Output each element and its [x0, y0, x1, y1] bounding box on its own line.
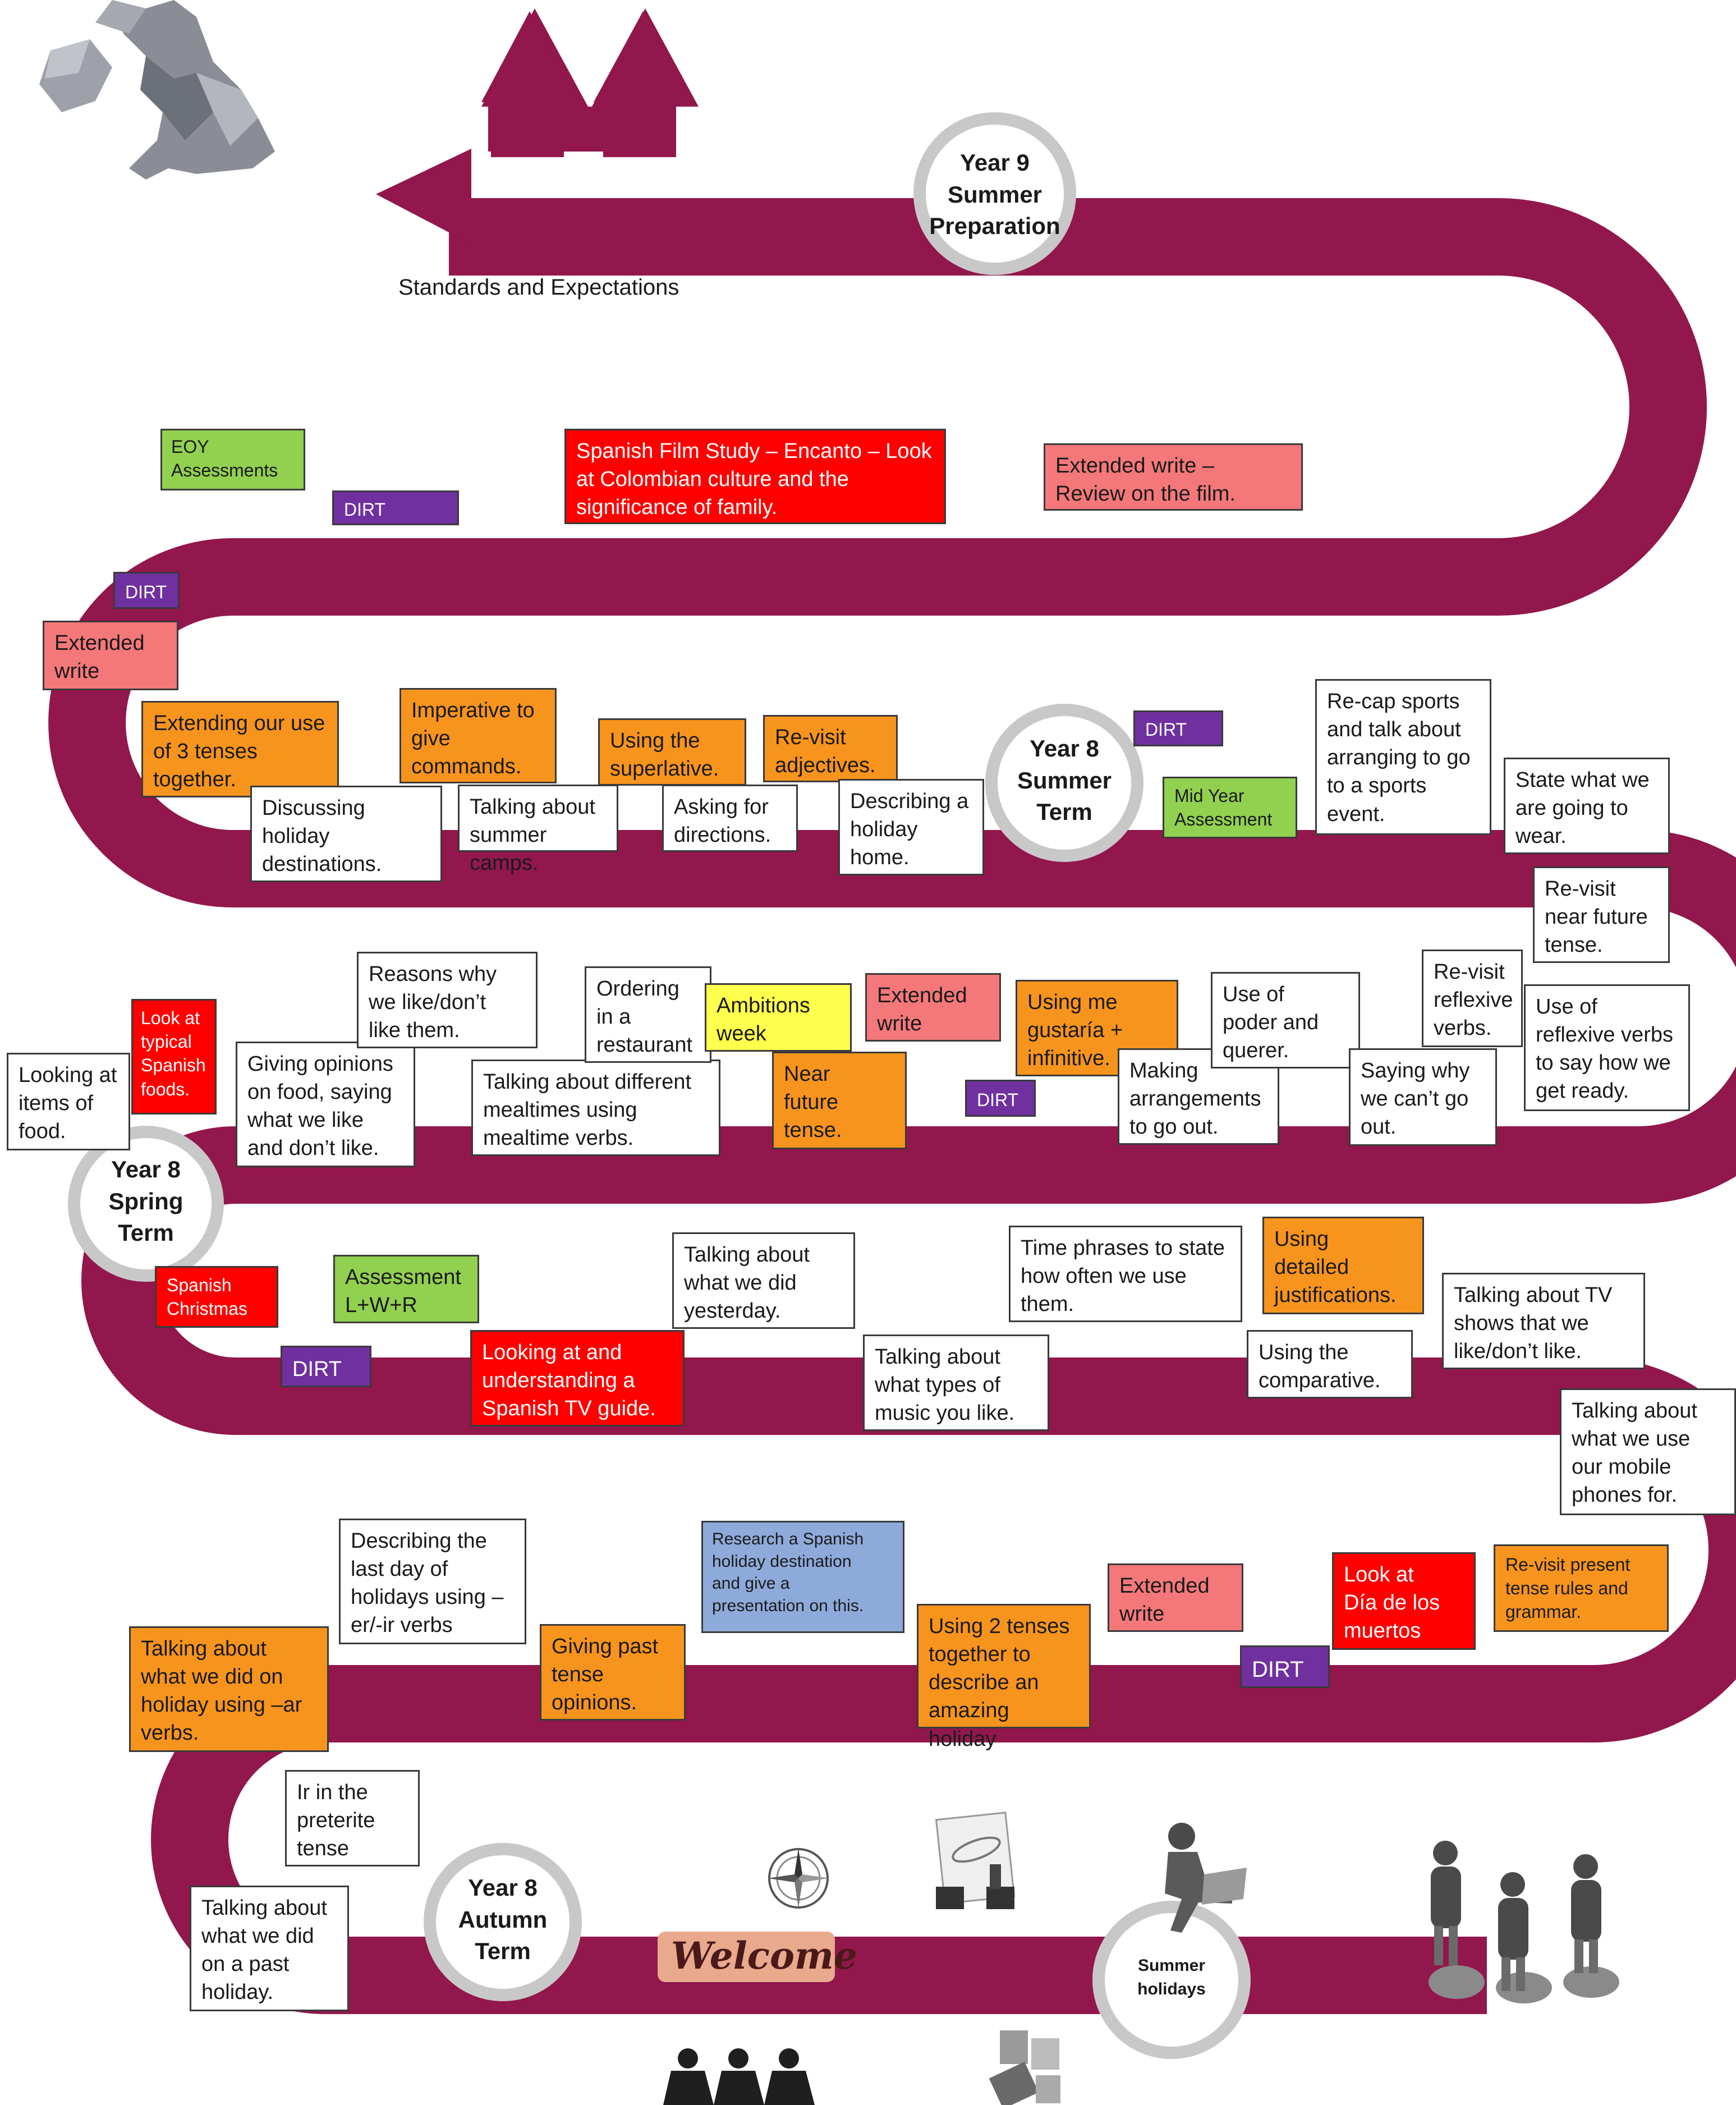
extended-write-box: Extended write: [43, 621, 178, 690]
recap-sports-box: Re-cap sports and talk about arranging t…: [1315, 679, 1491, 835]
opinions-food-box: Giving opinions on food, saying what we …: [236, 1042, 415, 1167]
review-film-box: Extended write – Review on the film.: [1044, 443, 1303, 511]
extended-write-box: Extended write: [865, 973, 1001, 1042]
holiday-home-box: Describing a holiday home.: [838, 779, 984, 875]
revisit-reflexive-box: Re-visit reflexive verbs.: [1422, 950, 1523, 1047]
looking-food-box: Looking at items of food.: [7, 1053, 130, 1150]
discussing-destinations-box: Discussing holiday destinations.: [250, 786, 442, 882]
near-future-box: Near future tense.: [772, 1052, 907, 1149]
superlative-box: Using the superlative.: [598, 718, 746, 786]
research-destination-box: Research a Spanish holiday destination a…: [701, 1521, 904, 1633]
dirt-badge: DIRT: [1133, 710, 1223, 746]
revisit-adjectives-box: Re-visit adjectives.: [763, 715, 898, 782]
yesterday-box: Talking about what we did yesterday.: [672, 1232, 855, 1329]
mid-year-assessment-box: Mid Year Assessment: [1163, 777, 1297, 838]
welcome-banner: [658, 1932, 835, 1982]
music-box: Talking about what types of music you li…: [863, 1334, 1049, 1431]
extending-tenses-box: Extending our use of 3 tenses together.: [141, 701, 339, 797]
typical-foods-box: Look at typical Spanish foods.: [131, 999, 217, 1115]
cant-go-out-box: Saying why we can’t go out.: [1349, 1048, 1497, 1146]
person-reading-icon: [1165, 1823, 1247, 1933]
term-year8-summer: Year 8 Summer Term: [1017, 735, 1112, 826]
dirt-badge: DIRT: [113, 572, 180, 609]
students-silhouette-icon: [663, 2048, 815, 2105]
reasons-box: Reasons why we like/don’t like them.: [357, 952, 538, 1048]
tv-guide-box: Looking at and understanding a Spanish T…: [470, 1330, 685, 1427]
ir-preterite-box: Ir in the preterite tense: [285, 1770, 420, 1866]
phone-devices-icon: [989, 2030, 1060, 2105]
term-summer-holidays: Summer holidays: [1137, 1956, 1206, 1998]
justifications-box: Using detailed justifications.: [1262, 1217, 1424, 1314]
approved-document-icon: [935, 1812, 1016, 1909]
term-year8-spring: Year 8 Spring Term: [108, 1156, 183, 1246]
imperative-commands-box: Imperative to give commands.: [399, 688, 557, 783]
present-tense-rules-box: Re-visit present tense rules and grammar…: [1494, 1544, 1669, 1632]
people-walking-icon: [1429, 1841, 1619, 2003]
uk-map-icon: [39, 0, 275, 180]
tv-shows-box: Talking about TV shows that we like/don’…: [1442, 1273, 1645, 1369]
comparative-box: Using the comparative.: [1247, 1330, 1413, 1398]
extended-write-box: Extended write: [1108, 1563, 1243, 1632]
spanish-christmas-box: Spanish Christmas: [155, 1266, 278, 1328]
ordering-restaurant-box: Ordering in a restaurant: [585, 966, 711, 1063]
dirt-badge: DIRT: [332, 490, 459, 525]
welcome-text: Welcome: [671, 1934, 857, 1978]
last-day-box: Describing the last day of holidays usin…: [339, 1519, 526, 1644]
state-wear-box: State what we are going to wear.: [1504, 758, 1670, 854]
poder-querer-box: Use of poder and querer.: [1211, 972, 1360, 1068]
dirt-badge: DIRT: [1240, 1645, 1330, 1688]
mealtimes-box: Talking about different mealtimes using …: [471, 1060, 720, 1156]
dirt-badge: DIRT: [965, 1080, 1036, 1117]
past-opinions-box: Giving past tense opinions.: [540, 1624, 686, 1721]
time-phrases-box: Time phrases to state how often we use t…: [1009, 1226, 1242, 1322]
term-year9-summer-prep: Year 9 Summer Preparation: [929, 149, 1060, 240]
directions-box: Asking for directions.: [662, 785, 798, 852]
film-study-box: Spanish Film Study – Encanto – Look at C…: [564, 429, 946, 524]
assessment-lwr-box: Assessment L+W+R: [333, 1255, 479, 1323]
ar-verbs-box: Talking about what we did on holiday usi…: [129, 1626, 329, 1752]
dia-de-los-muertos-box: Look at Día de los muertos: [1332, 1552, 1476, 1650]
near-future-revisit-box: Re-visit near future tense.: [1533, 866, 1670, 963]
compass-icon: [768, 1848, 829, 1909]
standards-expectations-label: Standards and Expectations: [398, 275, 679, 300]
dirt-badge: DIRT: [281, 1346, 371, 1387]
eoy-assessments-box: EOY Assessments: [160, 429, 305, 490]
reflexive-ready-box: Use of reflexive verbs to say how we get…: [1524, 984, 1690, 1111]
term-year8-autumn: Year 8 Autumn Term: [458, 1874, 548, 1965]
two-tenses-box: Using 2 tenses together to describe an a…: [917, 1604, 1091, 1751]
ambitions-week-box: Ambitions week: [705, 983, 852, 1052]
past-holiday-box: Talking about what we did on a past holi…: [190, 1886, 349, 2011]
mobile-phones-box: Talking about what we use our mobile pho…: [1560, 1388, 1736, 1515]
summer-camps-box: Talking about summer camps.: [458, 785, 618, 875]
